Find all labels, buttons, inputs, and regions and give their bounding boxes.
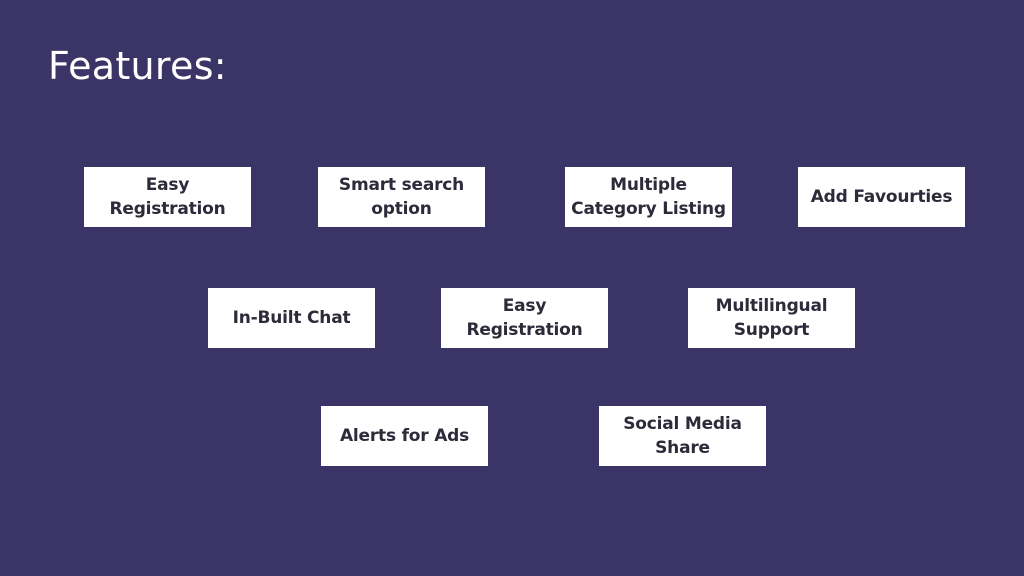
feature-box-smart-search-option: Smart search option — [318, 167, 485, 227]
feature-label: Easy Registration — [466, 296, 583, 340]
feature-box-easy-registration: Easy Registration — [84, 167, 251, 227]
feature-box-add-favourties: Add Favourties — [798, 167, 965, 227]
feature-box-easy-registration-2: Easy Registration — [441, 288, 608, 348]
feature-box-multiple-category-listing: Multiple Category Listing — [565, 167, 732, 227]
feature-box-alerts-for-ads: Alerts for Ads — [321, 406, 488, 466]
feature-box-social-media-share: Social Media Share — [599, 406, 766, 466]
feature-label: Add Favourties — [810, 187, 953, 207]
feature-box-in-built-chat: In-Built Chat — [208, 288, 375, 348]
slide-title: Features: — [48, 44, 227, 88]
feature-label: Multiple Category Listing — [571, 175, 726, 219]
feature-label: Multilingual Support — [715, 296, 828, 340]
feature-box-multilingual-support: Multilingual Support — [688, 288, 855, 348]
feature-label: Social Media Share — [623, 414, 742, 458]
feature-label: Alerts for Ads — [339, 426, 470, 446]
feature-label: In-Built Chat — [232, 308, 351, 328]
feature-label: Smart search option — [338, 175, 465, 219]
feature-label: Easy Registration — [109, 175, 226, 219]
